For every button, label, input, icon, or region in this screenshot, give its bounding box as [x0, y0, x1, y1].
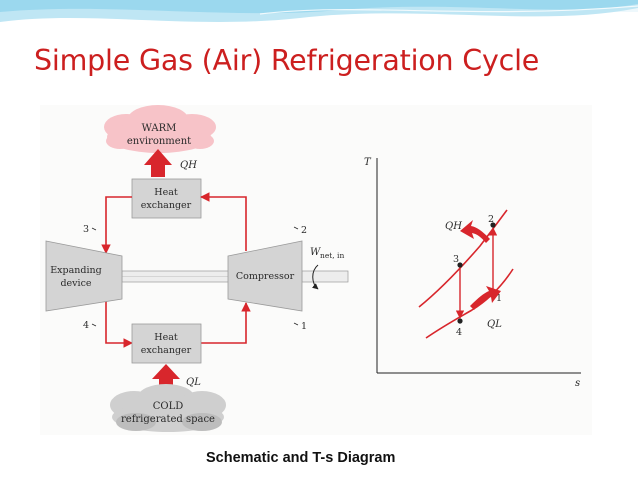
warm-label: WARM	[142, 123, 177, 134]
qh-label: QH	[180, 160, 197, 171]
ts-heat-in-arrow	[470, 286, 501, 310]
hx-bottom-line1: Heat	[154, 332, 178, 343]
ts-label-2: 2	[488, 214, 494, 225]
figure-caption: Schematic and T-s Diagram	[206, 450, 396, 466]
expander-line1: Expanding	[50, 265, 101, 276]
heat-exchanger-bottom: Heat exchanger	[131, 323, 202, 364]
ts-label-1: 1	[496, 293, 502, 304]
ts-point-2	[490, 222, 496, 228]
expander-line2: device	[60, 278, 91, 289]
ts-diagram: T s 1 2 3 4 QH	[364, 157, 581, 389]
ql-label: QL	[186, 377, 201, 388]
ts-point-3	[457, 262, 463, 268]
header-wave-decoration	[0, 0, 638, 22]
ts-heat-out-arrow	[460, 220, 490, 243]
expanding-device: Expanding device	[45, 240, 123, 312]
schematic-state-points	[91, 226, 299, 327]
compressor-label: Compressor	[236, 271, 295, 282]
cold-space-cloud: COLD refrigerated space	[110, 384, 226, 432]
ts-point-4	[457, 318, 463, 324]
environment-label: environment	[127, 136, 191, 147]
s-axis-label: s	[575, 378, 580, 389]
ts-ql-label: QL	[487, 319, 502, 330]
hx-top-line1: Heat	[154, 187, 178, 198]
heat-exchanger-top: Heat exchanger	[131, 178, 202, 219]
work-subscript: net, in	[320, 251, 344, 260]
heat-absorbed-arrow	[152, 364, 180, 391]
hx-bottom-line2: exchanger	[141, 345, 192, 356]
ts-label-4: 4	[456, 327, 462, 338]
schematic: WARM environment QH Heat exchanger	[45, 105, 349, 432]
heat-rejected-arrow	[144, 149, 172, 177]
schematic-point-2: 2	[301, 225, 307, 236]
diagram-figure: WARM environment QH Heat exchanger	[45, 105, 581, 432]
figure-panel: WARM environment QH Heat exchanger	[40, 105, 592, 435]
work-input: W net, in	[310, 247, 344, 290]
slide-title: Simple Gas (Air) Refrigeration Cycle	[34, 44, 540, 77]
schematic-point-1: 1	[301, 321, 307, 332]
cold-label: COLD	[153, 401, 184, 412]
compressor: Compressor	[227, 240, 303, 312]
work-label: W	[310, 247, 321, 258]
ts-label-3: 3	[453, 254, 459, 265]
schematic-point-4: 4	[83, 320, 89, 331]
pipes	[101, 192, 251, 348]
t-axis-label: T	[364, 157, 372, 168]
refrigerated-space-label: refrigerated space	[121, 414, 215, 425]
low-pressure-line	[425, 268, 514, 339]
schematic-point-3: 3	[83, 224, 89, 235]
hx-top-line2: exchanger	[141, 200, 192, 211]
warm-environment-cloud: WARM environment	[104, 105, 216, 153]
ts-qh-label: QH	[445, 221, 462, 232]
high-pressure-line	[418, 209, 508, 308]
